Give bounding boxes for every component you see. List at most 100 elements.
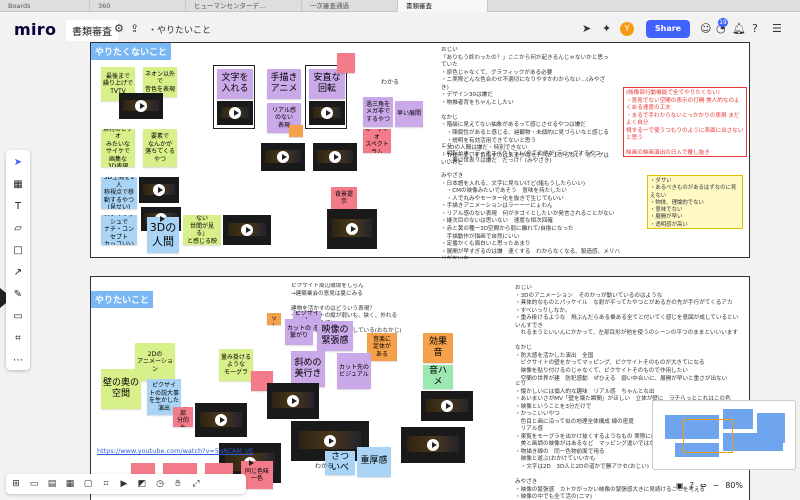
sticky-note[interactable]: 手描き アニメ	[267, 69, 301, 99]
sticky-note[interactable]: 音楽に 定体が ある	[367, 333, 397, 361]
chat-icon[interactable]: ▭	[29, 479, 39, 489]
sticky-note[interactable]: 背景提示	[331, 187, 357, 209]
fit-icon[interactable]: ⇔	[699, 480, 707, 490]
video-icon[interactable]: ▶	[120, 479, 128, 489]
pen-icon[interactable]: ✎	[13, 289, 23, 300]
celebrate-icon[interactable]: ✦	[602, 22, 612, 35]
share-button[interactable]: Share	[646, 20, 690, 38]
hand-icon[interactable]: ✋︎	[175, 479, 181, 489]
video-thumbnail[interactable]	[223, 215, 271, 245]
sticky-note[interactable]: 映像の 緊張感	[317, 321, 353, 351]
video-thumbnail[interactable]	[267, 383, 319, 419]
comment-text[interactable]: おじい 「ありもう終わったの？」ここから何か起きるんじゃないかと思っていた ・原…	[441, 47, 609, 167]
sticky-note[interactable]: カット先の ビジュアル	[337, 353, 371, 389]
board-title[interactable]: 書類審査	[66, 20, 118, 41]
frame-dont[interactable]: やりたくないこと 最後まで 繰り上げでTVTV ネオン以外で 昔色を表現 素材の…	[90, 42, 750, 259]
board-canvas[interactable]: やりたくないこと 最後まで 繰り上げでTVTV ネオン以外で 昔色を表現 素材の…	[0, 42, 800, 500]
sticky-note[interactable]: オーディオ スペクトラム	[363, 129, 391, 153]
browser-tab[interactable]: 360	[90, 0, 186, 12]
connector-icon[interactable]: ↗	[13, 267, 23, 278]
sticky-note[interactable]: ネオン以外で 昔色を表現	[143, 67, 177, 97]
sticky-note[interactable]: 素材のビデオ みたいな サイケで 画集な 3D表現	[101, 129, 135, 167]
video-thumbnail[interactable]	[139, 177, 179, 203]
sticky-note-small[interactable]	[337, 53, 355, 73]
menu-icon[interactable]: ☰	[772, 22, 782, 35]
map-icon[interactable]: ▣	[676, 480, 684, 490]
browser-tab[interactable]: Boards	[0, 0, 90, 12]
comment-icon[interactable]: ▭	[13, 311, 23, 322]
youtube-link[interactable]: https://www.youtube.com/watch?v=5qRCAM_I…	[97, 447, 254, 455]
card-icon[interactable]: ▤	[47, 479, 57, 489]
rect-icon[interactable]: ▢	[83, 479, 93, 489]
reactions-icon[interactable]: ☺	[700, 22, 712, 35]
sticky-note[interactable]: カットの 繋がり	[285, 319, 313, 345]
sticky-note-small[interactable]	[289, 125, 303, 137]
video-thumbnail[interactable]	[327, 209, 377, 249]
help-icon[interactable]: ?	[752, 22, 758, 35]
frame-title[interactable]: やりたくないこと	[91, 43, 172, 60]
crop-icon[interactable]: ⌗	[15, 333, 21, 344]
expand-icon[interactable]: ⤢	[192, 479, 200, 489]
breadcrumb[interactable]: ・やりたいこと	[148, 26, 212, 36]
shape-icon[interactable]: □	[13, 245, 23, 256]
sticky-note[interactable]: 安直な 回転	[309, 69, 345, 99]
select-cursor-icon[interactable]: ➤	[13, 157, 23, 168]
sticky-note[interactable]: 工作部 分的生	[173, 407, 193, 427]
video-thumbnail[interactable]	[261, 143, 305, 171]
frame-do[interactable]: やりたいこと ピクサイト周辺環境をしらん →建築業会の意見は夏にみる 建物を活か…	[90, 276, 750, 500]
help-icon[interactable]: ?	[689, 480, 694, 490]
video-thumbnail[interactable]	[401, 427, 465, 463]
video-thumbnail[interactable]	[195, 403, 247, 437]
sticky-note[interactable]: 斜めの 美行き	[291, 351, 325, 387]
sticky-note[interactable]: 早い展開	[395, 101, 423, 127]
zoom-level[interactable]: 80%	[725, 480, 743, 490]
crop-icon[interactable]: ⌗	[103, 479, 109, 489]
sticky-note[interactable]: さついべ	[325, 451, 355, 475]
miro-logo[interactable]: miro	[14, 20, 57, 39]
sticky-note[interactable]: 3Dの 人間	[147, 217, 179, 253]
sticky-note[interactable]: 3D空間を1人 称視点で移 動するやつ (見せい)	[101, 177, 137, 209]
text-icon[interactable]: T	[14, 201, 22, 212]
sticky-note[interactable]: 壁の奥の 空間	[101, 369, 141, 409]
sticky-note[interactable]: 重厚感	[357, 447, 391, 477]
frame-title[interactable]: やりたいこと	[91, 291, 154, 308]
video-thumbnail[interactable]	[421, 391, 473, 421]
bell-icon[interactable]: 🔔︎	[732, 22, 746, 35]
sticky-note[interactable]: 文字を 入れる	[217, 69, 253, 99]
sticky-note[interactable]: 同じ色味 一色	[241, 461, 273, 489]
sticky-note[interactable]: 効果音	[423, 333, 453, 363]
note-box-yellow[interactable]: ・ダサい ・あるべきものがあるはずなのに見えない ・物体、理論的でない ・意味で…	[647, 175, 743, 229]
note-box-red[interactable]: (映像部行動機能で全てやりたくない) ・意見でない空間の表示の打開 美人的なのよ…	[623, 87, 747, 157]
activity-icon[interactable]: ◔	[716, 22, 726, 35]
video-thumbnail[interactable]	[119, 93, 163, 119]
sticky-note[interactable]: 音ハメ	[423, 365, 453, 389]
sticky-note-icon[interactable]: ▱	[14, 223, 22, 234]
browser-tab-active[interactable]: 書類審査	[398, 0, 488, 12]
upload-icon[interactable]: ⇪	[130, 22, 140, 35]
sticky-note[interactable]: 「綺えていない 世間が見る」 と感じる映像	[183, 215, 221, 245]
zoom-out-icon[interactable]: −	[712, 480, 720, 490]
present-icon[interactable]: ◩	[137, 479, 147, 489]
comment-text[interactable]: おじい ・3Dのアニメーション そのかっが動いているのはような ・具体的なものと…	[515, 285, 739, 381]
video-thumbnail[interactable]	[313, 143, 357, 171]
sticky-note[interactable]: 要素で なんかが 落ちてくる やつ	[143, 129, 177, 167]
sticky-note[interactable]: 2Dの アニメーション	[135, 343, 175, 381]
timer-icon[interactable]: ◷	[156, 479, 164, 489]
minimap[interactable]	[652, 400, 796, 470]
video-thumbnail[interactable]	[309, 101, 345, 125]
cursor-icon[interactable]: ➤	[582, 22, 592, 35]
settings-icon[interactable]: ⚙	[114, 22, 124, 35]
video-thumbnail[interactable]	[217, 101, 253, 125]
browser-tab[interactable]: 一次審査通過	[302, 0, 398, 12]
avatar[interactable]: Y	[620, 22, 634, 36]
sticky-note[interactable]: 量み掛ける ような モーグラ	[219, 349, 253, 381]
browser-tab[interactable]: ヒューマンセンターデ...	[186, 0, 302, 12]
more-icon[interactable]: ⋯	[13, 355, 23, 366]
comment-text[interactable]: とり ・明転とオーディオスペクトラム(全ての他が)デジャヴするやつ ・要に世表リ…	[441, 143, 621, 259]
sticky-note[interactable]: カット	[267, 313, 281, 325]
table-icon[interactable]: ▦	[65, 479, 75, 489]
sticky-note[interactable]: やたら スタイリッシュで ナチ・コンセプト カッコいいやつ	[101, 215, 137, 245]
grid-icon[interactable]: ⊞	[12, 479, 20, 489]
sticky-note[interactable]: 過三角を メガ非で するやつ	[363, 97, 393, 127]
frame-icon[interactable]: ▦	[13, 179, 23, 190]
